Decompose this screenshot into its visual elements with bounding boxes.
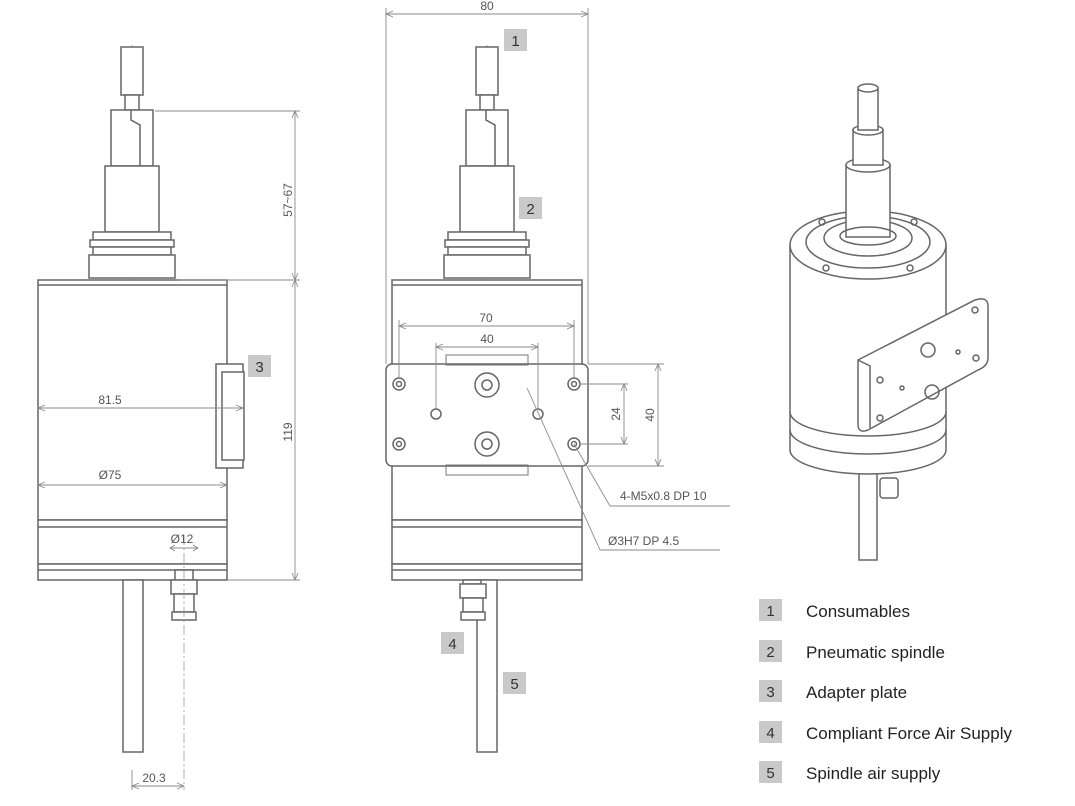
legend-1-num: 1 (766, 603, 774, 620)
side-view: 57~67 119 81.5 Ø75 Ø12 20.3 3 (36, 45, 300, 790)
legend-4-num: 4 (766, 725, 774, 742)
front-view: 80 70 40 24 40 4-M5x0.8 DP 10 Ø3H7 DP 4.… (384, 0, 730, 753)
iso-air-pipe (858, 459, 878, 561)
iso-adapter-plate (857, 298, 989, 432)
legend-5-label: Spindle air supply (806, 764, 941, 783)
iso-spindle (845, 164, 891, 238)
callout-4: 4 (448, 636, 456, 653)
dim-70: 70 (479, 311, 493, 325)
front-collet (465, 109, 509, 167)
iso-consumable (857, 87, 879, 131)
side-collet (110, 109, 154, 167)
legend: 1 Consumables 2 Pneumatic spindle 3 Adap… (759, 599, 1012, 783)
callout-4-box (441, 632, 464, 654)
callout-1: 1 (511, 33, 519, 50)
callout-5: 5 (510, 676, 518, 693)
side-consumable (120, 46, 144, 96)
callout-2-box (519, 197, 542, 219)
callout-2: 2 (526, 201, 534, 218)
legend-4-label: Compliant Force Air Supply (806, 724, 1012, 743)
front-consumable (475, 46, 499, 96)
side-spindle (104, 165, 160, 233)
legend-2-label: Pneumatic spindle (806, 643, 945, 662)
callout-1-box (504, 29, 527, 51)
legend-5-box (759, 761, 782, 783)
front-fitting (459, 583, 487, 599)
dim-24: 24 (609, 407, 623, 421)
legend-1-label: Consumables (806, 602, 910, 621)
legend-2-box (759, 640, 782, 662)
dim-dia-12: Ø12 (171, 532, 194, 546)
callout-3-box (248, 355, 271, 377)
dim-81-5: 81.5 (98, 393, 122, 407)
note-pin: Ø3H7 DP 4.5 (608, 534, 679, 548)
legend-1-box (759, 599, 782, 621)
front-spindle (459, 165, 515, 233)
legend-3-label: Adapter plate (806, 683, 907, 702)
legend-5-num: 5 (766, 765, 774, 782)
legend-3-box (759, 680, 782, 702)
dim-80: 80 (480, 0, 494, 13)
front-adapter-plate (385, 363, 589, 467)
dim-40-vertical: 40 (643, 408, 657, 422)
legend-3-num: 3 (766, 684, 774, 701)
side-body (37, 279, 228, 521)
isometric-view (789, 83, 989, 561)
note-thread: 4-M5x0.8 DP 10 (620, 489, 707, 503)
callout-3: 3 (255, 359, 263, 376)
dim-119: 119 (281, 422, 295, 441)
legend-2-num: 2 (766, 644, 774, 661)
legend-4-box (759, 721, 782, 743)
dim-57-67: 57~67 (281, 183, 295, 217)
dim-dia-75: Ø75 (99, 468, 122, 482)
side-air-pipe (122, 579, 144, 753)
dim-40-horizontal: 40 (480, 332, 494, 346)
front-air-pipe (476, 579, 498, 753)
dim-20-3: 20.3 (142, 771, 166, 785)
callout-5-box (503, 672, 526, 694)
